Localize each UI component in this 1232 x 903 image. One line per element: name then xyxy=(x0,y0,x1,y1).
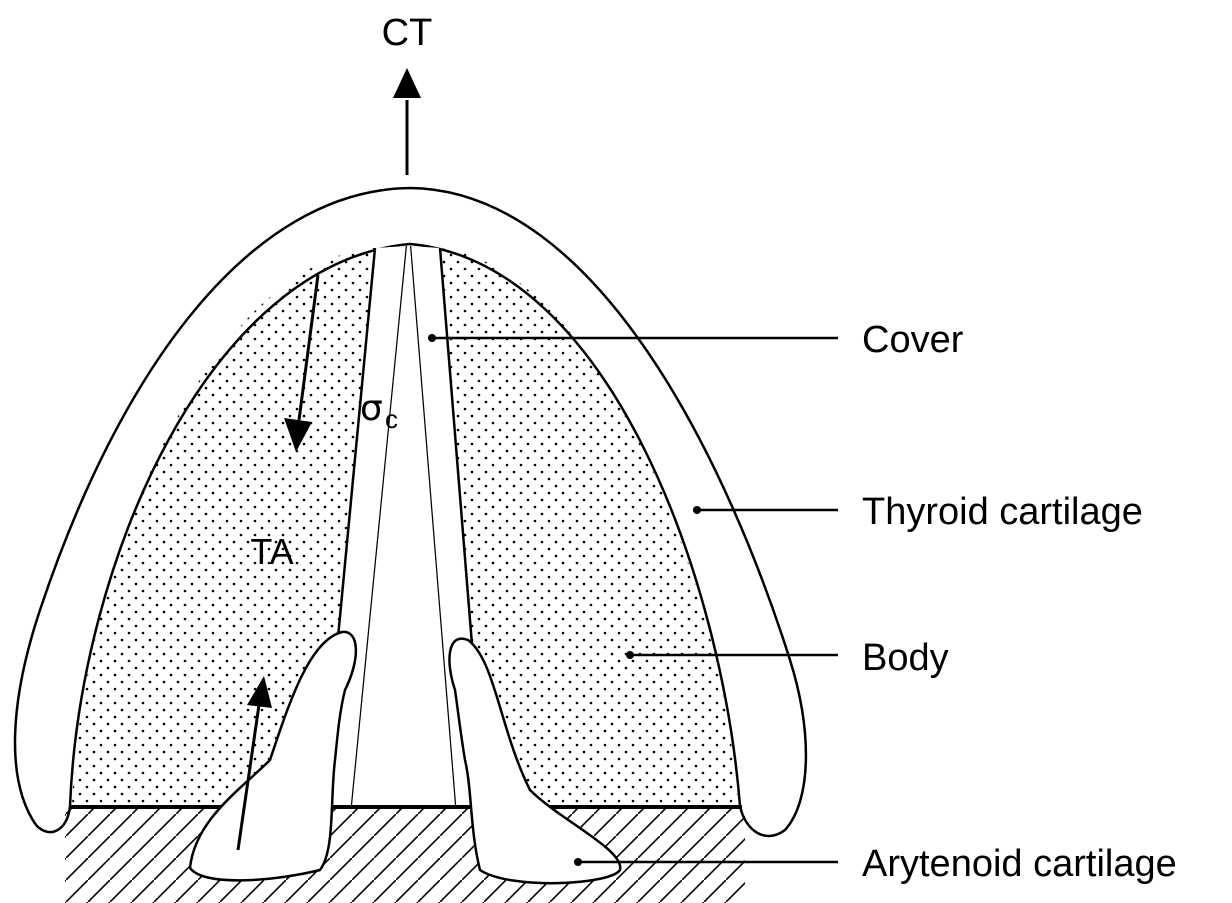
base-hatching xyxy=(65,808,745,903)
sigma-subscript: c xyxy=(385,404,398,434)
body-label: Body xyxy=(862,637,949,679)
arytenoid-cartilage-label: Arytenoid cartilage xyxy=(862,843,1177,885)
ct-label: CT xyxy=(382,12,433,54)
thyroid-cartilage-label: Thyroid cartilage xyxy=(862,491,1143,533)
ta-label: TA xyxy=(250,531,293,572)
sigma-label: σ xyxy=(360,388,383,429)
ct-arrow xyxy=(393,68,421,175)
cover-label: Cover xyxy=(862,319,964,361)
